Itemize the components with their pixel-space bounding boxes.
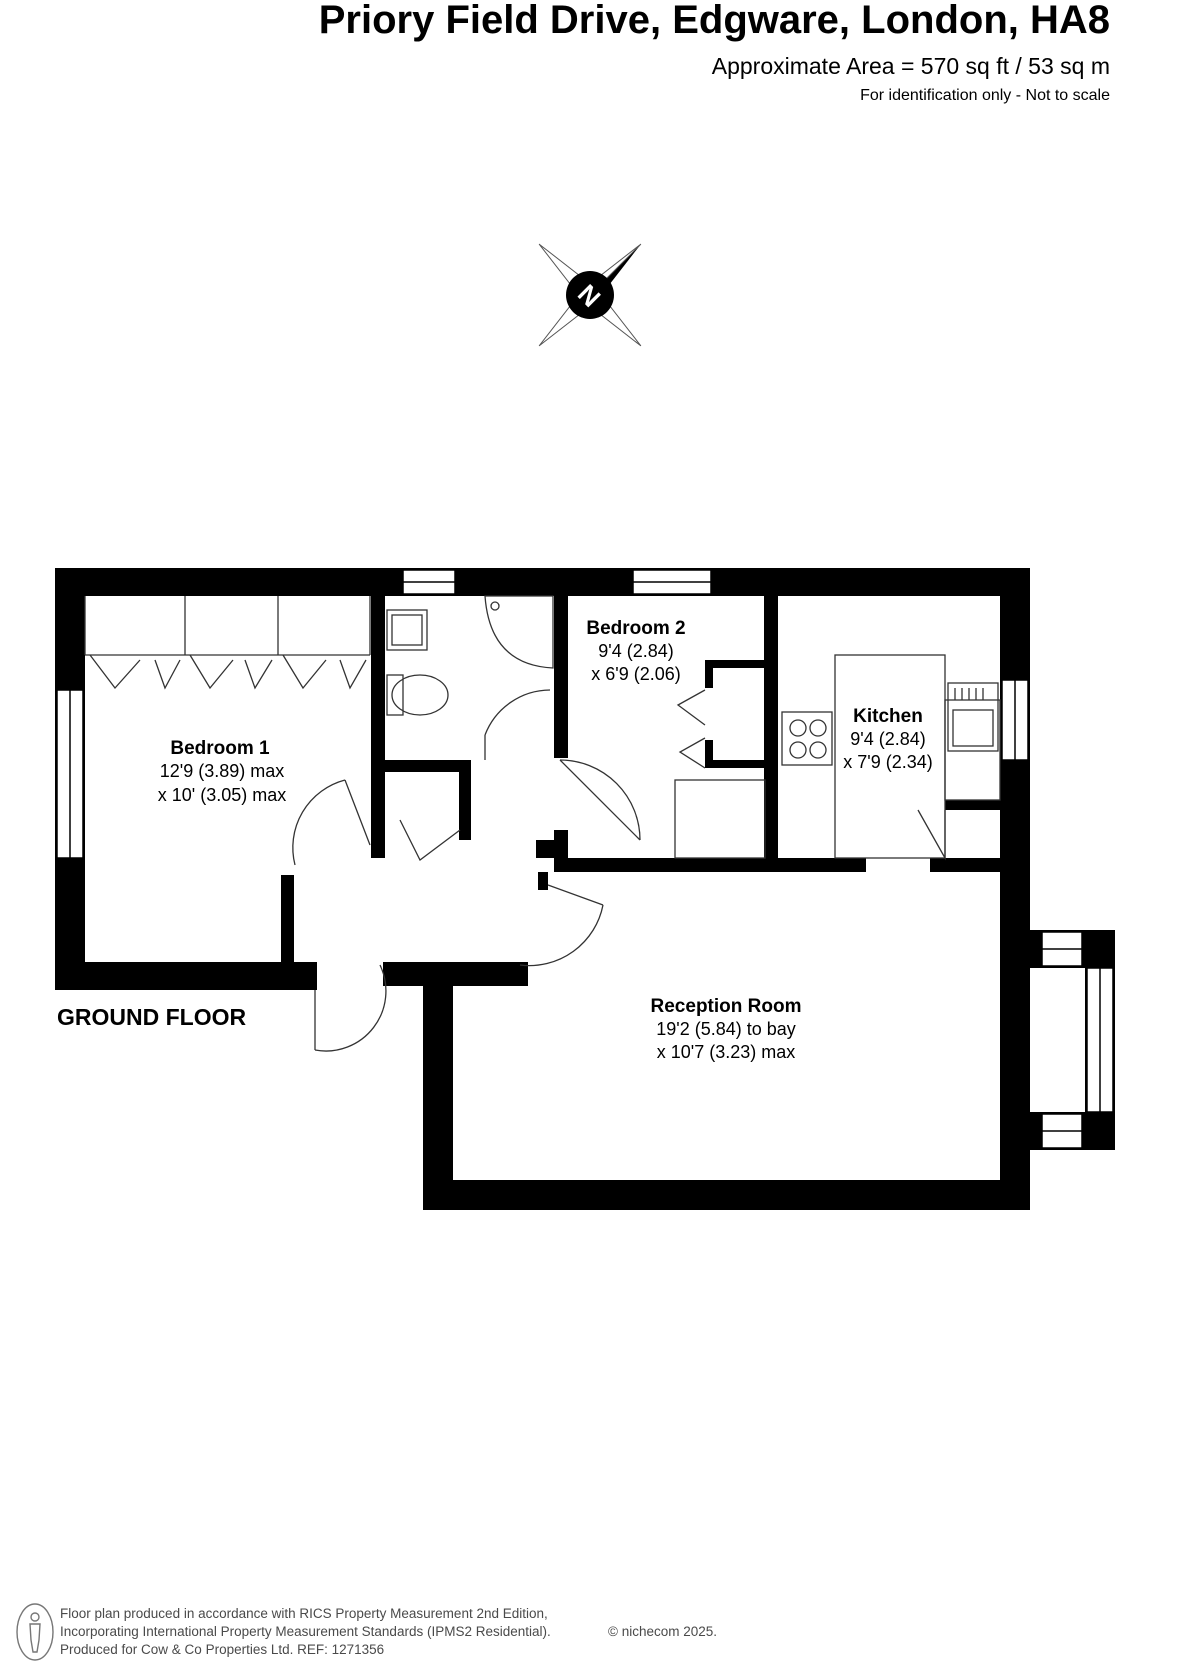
bedroom2-dim1: 9'4 (2.84) [598,641,673,661]
footer-line-3: Produced for Cow & Co Properties Ltd. RE… [60,1642,385,1657]
kitchen-dim2: x 7'9 (2.34) [843,752,932,772]
footer-line-1: Floor plan produced in accordance with R… [60,1606,548,1621]
kitchen-name: Kitchen [853,706,923,727]
disclaimer: For identification only - Not to scale [860,87,1110,104]
fixtures [84,595,1001,1052]
kitchen-dim1: 9'4 (2.84) [850,729,925,749]
bedroom2-name: Bedroom 2 [586,618,685,639]
floor-label: GROUND FLOOR [57,1004,246,1030]
reception-name: Reception Room [651,996,802,1017]
bedroom1-dim2: x 10' (3.05) max [158,785,287,805]
windows [56,569,1114,1149]
bedroom1-name: Bedroom 1 [170,738,270,759]
compass-icon [538,243,642,347]
person-icon [16,1603,54,1661]
footer-line-2: Incorporating International Property Mea… [60,1624,551,1639]
bedroom1-dim1: 12'9 (3.89) max [160,761,285,781]
bedroom2-dim2: x 6'9 (2.06) [591,664,680,684]
reception-dim1: 19'2 (5.84) to bay [656,1019,796,1039]
approximate-area: Approximate Area = 570 sq ft / 53 sq m [711,53,1110,79]
reception-dim2: x 10'7 (3.23) max [657,1042,796,1062]
page-title: Priory Field Drive, Edgware, London, HA8 [318,0,1110,42]
footer-copyright: © nichecom 2025. [608,1624,718,1639]
footer-text: Floor plan produced in accordance with R… [60,1605,551,1659]
walls [55,568,1115,1210]
